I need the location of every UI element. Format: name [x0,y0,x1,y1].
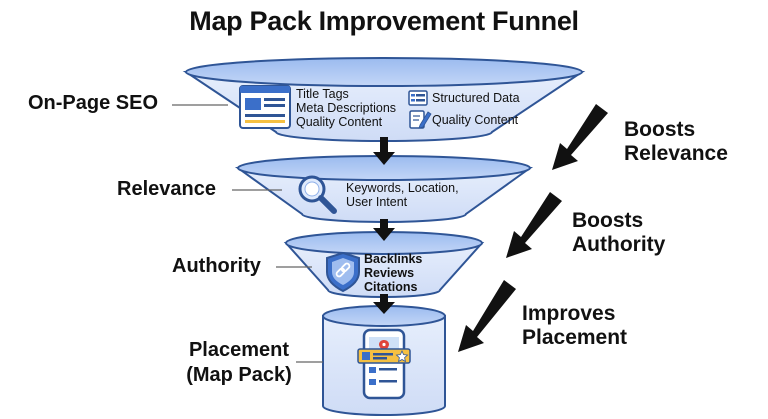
authority-item-reviews: Reviews [364,266,415,280]
relevance-text-line-2: User Intent [346,195,408,209]
stage-label-relevance: Relevance [117,178,216,200]
side-label-boosts-relevance: Boosts Relevance [624,118,728,166]
side-label-2-line-2: Authority [572,233,666,256]
side-label-boosts-authority: Boosts Authority [572,209,665,257]
side-label-3-line-2: Placement [522,326,628,349]
connector-arrow-3 [373,294,395,314]
side-label-1-line-1: Boosts [624,118,696,141]
shield-link-icon [326,251,360,293]
stage-label-placement: Placement (Map Pack) [177,338,301,388]
webpage-icon [239,85,291,129]
relevance-text-line-1: Keywords, Location, [346,181,459,195]
side-label-improves-placement: Improves Placement [522,302,627,350]
side-arrow-relevance [552,104,608,170]
onpage-item-quality-content: Quality Content [296,115,383,129]
onpage-item-title-tags: Title Tags [296,87,349,101]
side-arrow-authority [506,192,562,258]
side-arrow-placement [458,280,516,352]
authority-item-backlinks: Backlinks [364,252,423,266]
onpage-item-meta-descriptions: Meta Descriptions [296,101,397,115]
phone-map-icon [357,328,411,400]
page-title: Map Pack Improvement Funnel [189,6,579,36]
placement-label-line-2: (Map Pack) [186,364,292,386]
onpage-item-structured-data: Structured Data [432,91,520,105]
side-label-2-line-1: Boosts [572,209,644,232]
connector-arrow-1 [373,137,395,165]
quality-content-icon [409,110,432,129]
magnifier-icon [298,175,337,214]
structured-data-icon [408,90,428,106]
side-label-1-line-2: Relevance [624,142,728,165]
onpage-item-quality-content-2: Quality Content [432,113,519,127]
side-label-3-line-1: Improves [522,302,616,325]
authority-item-citations: Citations [364,280,418,294]
placement-label-line-1: Placement [188,339,290,361]
stage-label-onpage: On-Page SEO [28,92,159,114]
stage-label-authority: Authority [172,255,261,277]
connector-arrow-2 [373,219,395,241]
